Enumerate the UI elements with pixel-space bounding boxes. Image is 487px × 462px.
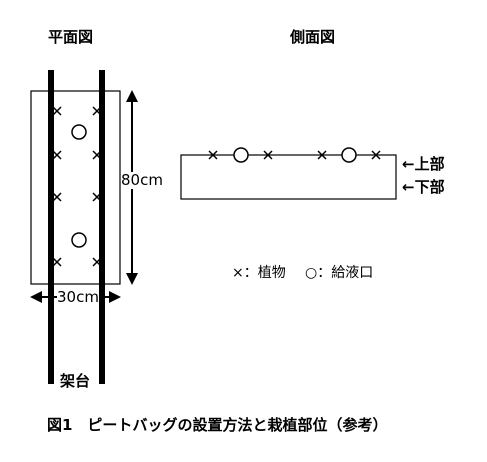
plant-marker [92,106,102,116]
height-dimension-label: 80cm [121,171,163,189]
side-plant-markers [208,150,381,160]
side-feed-port [341,147,357,163]
plant-marker [52,150,62,160]
width-dimension-label: 30cm [57,288,99,306]
plant-marker [317,150,327,160]
upper-part-label: ←上部 [402,155,445,173]
figure-caption: 図1 ピートバッグの設置方法と栽植部位（参考） [47,416,388,434]
legend-feed-port: ○：給液口 [305,265,374,281]
plant-marker [52,106,62,116]
peat-bag-side [180,154,397,200]
peat-bag-plan [30,90,121,285]
side-feed-port [233,147,249,163]
plan-view-title: 平面図 [48,28,94,46]
lower-part-label: ←下部 [402,178,445,196]
plan-plant-markers [52,106,102,267]
plan-feed-port [71,124,87,140]
plan-feed-port [71,232,87,248]
plant-marker [92,150,102,160]
legend-plant: ×：植物 [232,265,286,281]
plant-marker [92,192,102,202]
frame-label: 架台 [60,372,91,390]
plant-marker [208,150,218,160]
plant-marker [52,257,62,267]
plant-marker [371,150,381,160]
plant-marker [263,150,273,160]
side-view-title: 側面図 [290,28,336,46]
plant-marker [52,192,62,202]
plant-marker [92,257,102,267]
